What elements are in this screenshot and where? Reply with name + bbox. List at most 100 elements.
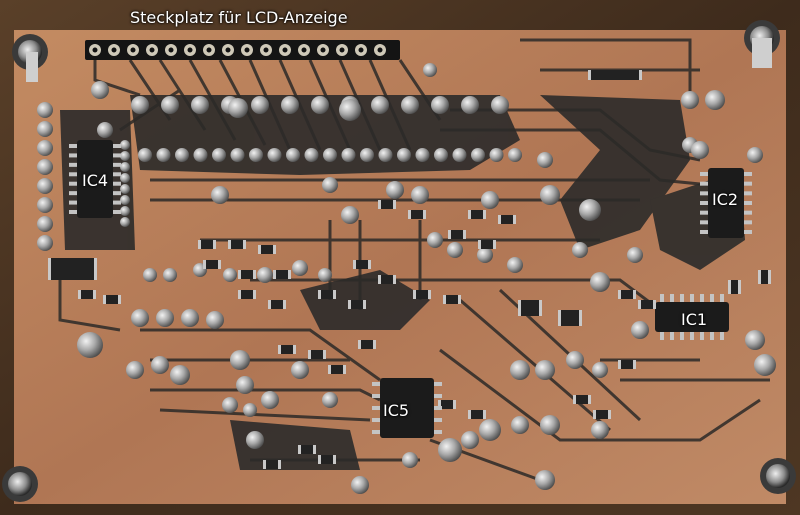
solder-pad	[507, 257, 523, 273]
solder-pad	[230, 350, 250, 370]
solder-pad	[228, 98, 248, 118]
solder-pad	[423, 63, 437, 77]
solder-pad	[151, 356, 169, 374]
solder-pad	[510, 360, 530, 380]
solder-pad	[37, 140, 53, 156]
solder-pad	[489, 148, 504, 162]
smd-part	[270, 300, 284, 309]
smd-part	[470, 410, 484, 419]
solder-pad	[360, 148, 374, 162]
solder-pad	[311, 96, 329, 114]
solder-pad	[304, 148, 319, 162]
ic1-label: IC1	[681, 310, 708, 329]
solder-pad	[37, 121, 53, 137]
solder-pad	[37, 102, 53, 118]
smd-part	[590, 70, 640, 80]
solder-pad	[386, 181, 404, 199]
solder-pad	[206, 311, 224, 329]
solder-pad	[631, 321, 649, 339]
smd-part	[760, 270, 769, 284]
smd-part	[300, 445, 314, 454]
smd-part	[410, 210, 424, 219]
smd-part	[440, 400, 454, 409]
solder-pad	[540, 415, 560, 435]
solder-pad	[452, 148, 467, 162]
smd-part	[355, 260, 369, 269]
solder-pad	[211, 186, 229, 204]
solder-pad	[281, 96, 299, 114]
solder-pad	[97, 122, 113, 138]
solder-pad	[120, 162, 130, 172]
smd-part	[330, 365, 344, 374]
solder-pad	[481, 191, 499, 209]
smd-part	[80, 290, 94, 299]
ic1-chip	[655, 302, 729, 332]
solder-pad	[230, 148, 245, 162]
ic2-chip	[708, 168, 744, 238]
smd-part	[730, 280, 739, 294]
solder-pad	[267, 148, 282, 162]
smd-part	[360, 340, 374, 349]
smd-part	[280, 345, 294, 354]
smd-part	[450, 230, 464, 239]
smd-part	[260, 245, 274, 254]
smd-part	[415, 290, 429, 299]
solder-pad	[627, 247, 643, 263]
solder-pad	[477, 247, 493, 263]
solder-pads	[37, 63, 776, 494]
solder-pad	[579, 199, 601, 221]
smd-part	[620, 290, 634, 299]
smd-part	[595, 410, 609, 419]
solder-pad	[212, 148, 226, 162]
solder-pad	[535, 470, 555, 490]
solder-pad	[286, 148, 300, 162]
smd-part	[520, 300, 540, 316]
solder-pad	[175, 148, 189, 162]
smd-part	[275, 270, 289, 279]
solder-pad	[126, 361, 144, 379]
solder-pad	[461, 96, 479, 114]
smd-part	[620, 360, 634, 369]
smd-part	[480, 240, 494, 249]
solder-pad	[592, 362, 608, 378]
ic5-label: IC5	[383, 401, 410, 420]
solder-pad	[120, 206, 130, 216]
solder-pad	[411, 186, 429, 204]
solder-pad	[461, 431, 479, 449]
smd-part	[240, 290, 254, 299]
smd-part	[230, 240, 244, 249]
smd-part	[240, 270, 254, 279]
smd-part	[445, 295, 459, 304]
solder-pad	[745, 330, 765, 350]
ic4-label: IC4	[82, 171, 109, 190]
smd-components	[48, 70, 771, 469]
solder-pad	[431, 96, 449, 114]
solder-pad	[322, 392, 338, 408]
solder-pad	[246, 431, 264, 449]
solder-pad	[120, 217, 130, 227]
solder-pad	[318, 268, 332, 282]
solder-pad	[508, 148, 522, 162]
solder-pad	[156, 148, 171, 162]
solder-pad	[251, 96, 269, 114]
solder-pad	[540, 185, 560, 205]
solder-pad	[163, 268, 177, 282]
solder-pad	[402, 452, 418, 468]
smd-part	[350, 300, 364, 309]
solder-pad	[249, 148, 263, 162]
solder-pad	[156, 309, 174, 327]
smd-part	[500, 215, 514, 224]
solder-pad	[120, 140, 130, 150]
solder-pad	[590, 272, 610, 292]
ic4-chip	[77, 140, 113, 218]
solder-pad	[511, 416, 529, 434]
solder-pad	[77, 332, 103, 358]
smd-part	[50, 258, 95, 280]
solder-pad	[691, 141, 709, 159]
smd-part	[380, 275, 394, 284]
solder-pad	[243, 403, 257, 417]
smd-part	[200, 240, 214, 249]
solder-pad	[131, 309, 149, 327]
